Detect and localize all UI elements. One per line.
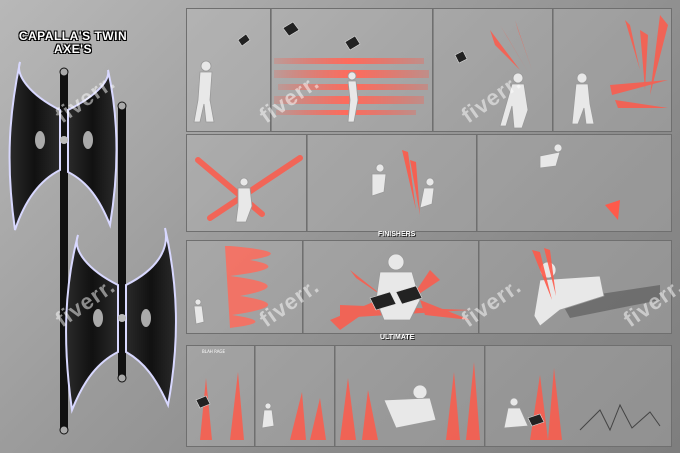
storyboard-panel-6 (306, 134, 478, 232)
twin-axes-illustration (8, 61, 177, 435)
storyboard-panel-13 (334, 345, 486, 447)
ultimate-heading: ULTIMATE (380, 334, 415, 341)
storyboard-panel-4 (552, 8, 672, 132)
storyboard-panel-7 (476, 134, 672, 232)
storyboard-panel-3 (432, 8, 554, 132)
storyboard-panel-11 (186, 345, 256, 447)
panel-caption: BLAH RAGE (202, 349, 225, 354)
finishers-heading: FINISHERS (378, 231, 416, 238)
storyboard-panel-14 (484, 345, 672, 447)
sheet-title: CAPALLA'S TWIN AXE'S (18, 29, 128, 56)
